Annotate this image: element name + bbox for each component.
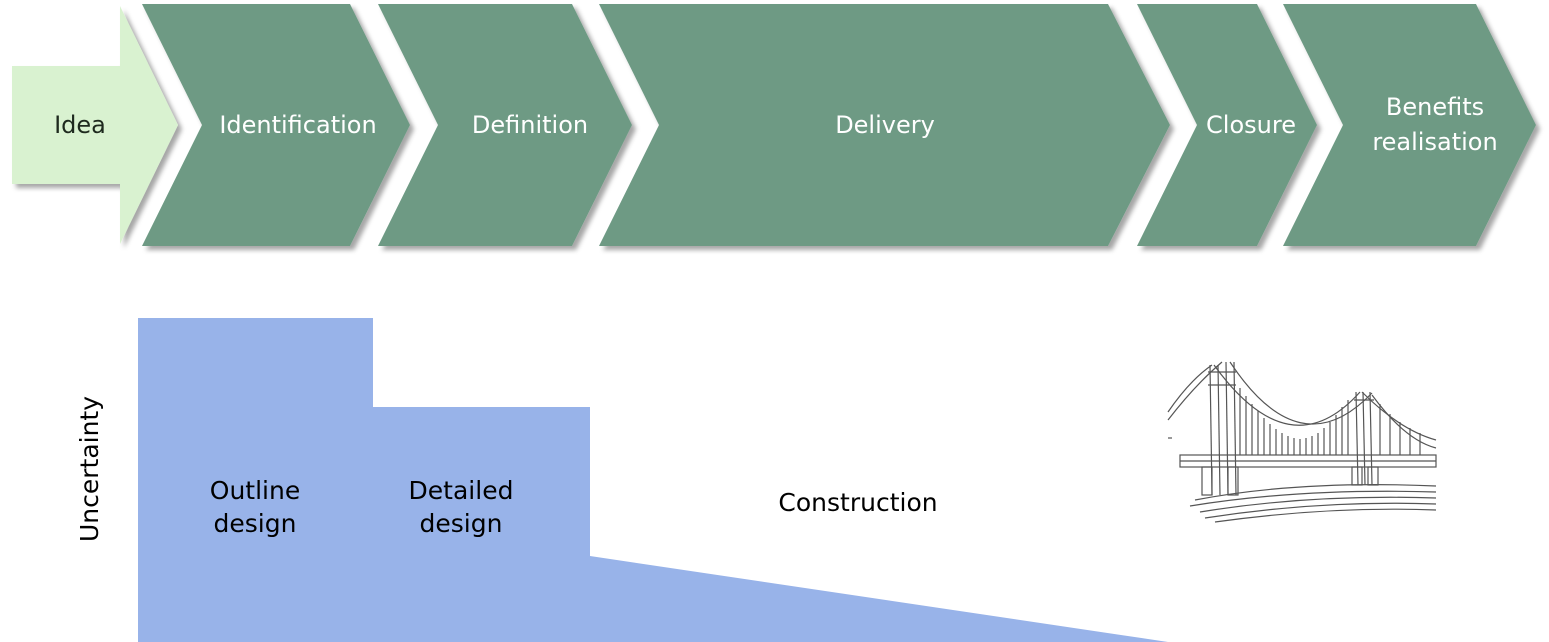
identification-label: Identification bbox=[219, 110, 377, 139]
construction-label: Construction bbox=[778, 487, 938, 517]
suspension-bridge-icon bbox=[1167, 361, 1437, 523]
delivery-chevron bbox=[599, 4, 1170, 246]
idea-label: Idea bbox=[54, 111, 106, 139]
closure-chevron bbox=[1137, 4, 1317, 246]
closure-label: Closure bbox=[1206, 110, 1296, 139]
uncertainty-area bbox=[138, 318, 1168, 642]
outline-design-label: Outline design bbox=[209, 476, 301, 538]
uncertainty-axis-label: Uncertainty bbox=[75, 395, 104, 543]
detailed-design-label: Detailed design bbox=[408, 476, 514, 538]
idea-arrow bbox=[12, 6, 178, 244]
benefits-label: Benefits realisation bbox=[1372, 93, 1498, 156]
benefits-chevron bbox=[1283, 4, 1536, 246]
definition-label: Definition bbox=[471, 110, 589, 139]
definition-chevron bbox=[378, 4, 632, 246]
identification-chevron bbox=[142, 4, 410, 246]
delivery-label: Delivery bbox=[835, 110, 935, 139]
